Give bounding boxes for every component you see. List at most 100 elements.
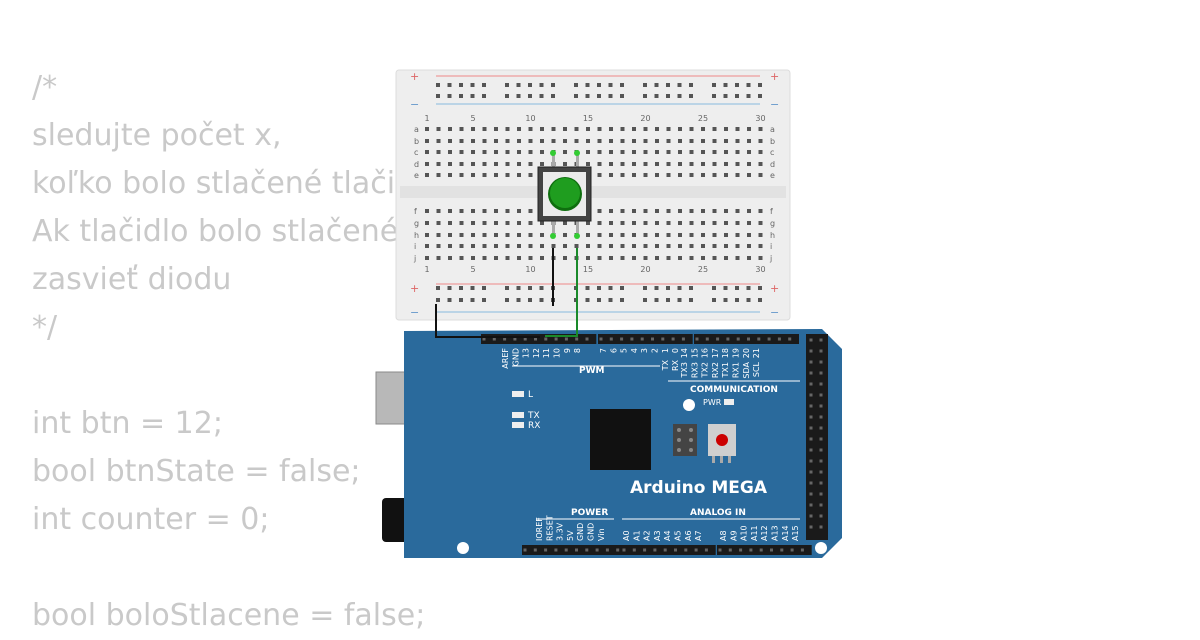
breadboard-hole[interactable] [448,173,452,177]
breadboard-hole[interactable] [689,244,694,248]
breadboard-hole[interactable] [540,139,544,143]
header-pin[interactable] [819,448,823,452]
breadboard-hole[interactable] [643,298,647,302]
breadboard-hole[interactable] [448,244,452,248]
breadboard-hole[interactable] [597,298,601,302]
header-pin[interactable] [809,481,813,485]
header-pin[interactable] [661,337,665,341]
breadboard-hole[interactable] [701,244,705,248]
breadboard-hole[interactable] [482,162,487,166]
breadboard-hole[interactable] [425,173,429,177]
header-pin[interactable] [809,426,813,430]
breadboard-hole[interactable] [735,298,739,302]
breadboard-hole[interactable] [470,286,475,290]
breadboard-hole[interactable] [459,298,463,302]
breadboard-hole[interactable] [597,244,602,248]
breadboard-hole[interactable] [712,244,717,248]
breadboard-hole[interactable] [436,162,441,166]
breadboard-hole[interactable] [677,94,682,98]
breadboard-hole[interactable] [563,244,567,248]
breadboard-hole[interactable] [666,298,670,302]
header-pin[interactable] [809,492,813,496]
breadboard-hole[interactable] [666,83,670,87]
header-pin[interactable] [819,349,823,353]
breadboard-hole[interactable] [494,150,498,154]
header-pin[interactable] [809,459,813,463]
header-pin[interactable] [640,337,644,341]
header-pin[interactable] [809,503,813,507]
breadboard-hole[interactable] [758,209,763,213]
breadboard-hole[interactable] [655,162,659,166]
breadboard-hole[interactable] [620,94,624,98]
breadboard-hole[interactable] [517,256,521,260]
breadboard-hole[interactable] [747,244,751,248]
breadboard-hole[interactable] [447,286,452,290]
breadboard-hole[interactable] [448,221,452,225]
breadboard-hole[interactable] [597,286,601,290]
breadboard-hole[interactable] [505,139,510,143]
breadboard-hole[interactable] [539,298,544,302]
breadboard-hole[interactable] [632,162,636,166]
breadboard-hole[interactable] [540,233,544,237]
breadboard-hole[interactable] [528,83,532,87]
breadboard-hole[interactable] [758,139,763,143]
breadboard-hole[interactable] [609,162,613,166]
breadboard-hole[interactable] [470,83,475,87]
breadboard-hole[interactable] [620,286,624,290]
breadboard-hole[interactable] [505,162,510,166]
breadboard-hole[interactable] [735,256,740,260]
breadboard-hole[interactable] [712,256,717,260]
breadboard-hole[interactable] [597,256,602,260]
breadboard-hole[interactable] [471,244,475,248]
breadboard-hole[interactable] [643,244,648,248]
breadboard-hole[interactable] [574,139,579,143]
pushbutton[interactable] [537,150,592,239]
breadboard-hole[interactable] [459,209,464,213]
breadboard-hole[interactable] [758,286,762,290]
breadboard-hole[interactable] [459,162,464,166]
breadboard-hole[interactable] [620,139,625,143]
breadboard-hole[interactable] [712,233,717,237]
breadboard-hole[interactable] [666,173,671,177]
breadboard-hole[interactable] [448,127,452,131]
breadboard-hole[interactable] [585,83,590,87]
breadboard-hole[interactable] [724,256,728,260]
breadboard-hole[interactable] [528,209,533,213]
breadboard-hole[interactable] [471,221,475,225]
breadboard-hole[interactable] [459,286,463,290]
breadboard-hole[interactable] [758,94,762,98]
breadboard-hole[interactable] [459,127,464,131]
breadboard-hole[interactable] [482,298,486,302]
breadboard-hole[interactable] [654,83,659,87]
header-pin[interactable] [544,337,548,341]
breadboard-hole[interactable] [632,221,636,225]
breadboard-hole[interactable] [436,233,441,237]
breadboard-hole[interactable] [482,221,487,225]
breadboard-hole[interactable] [655,233,659,237]
breadboard-hole[interactable] [551,127,556,131]
breadboard-hole[interactable] [758,256,763,260]
header-pin[interactable] [630,337,634,341]
breadboard-hole[interactable] [712,173,717,177]
breadboard-hole[interactable] [436,209,441,213]
breadboard-hole[interactable] [747,233,751,237]
breadboard-hole[interactable] [586,244,590,248]
breadboard-hole[interactable] [666,256,671,260]
breadboard-hole[interactable] [724,139,728,143]
breadboard-hole[interactable] [712,162,717,166]
breadboard-hole[interactable] [712,209,717,213]
header-pin[interactable] [819,371,823,375]
breadboard-hole[interactable] [436,139,441,143]
breadboard-hole[interactable] [482,94,486,98]
breadboard-hole[interactable] [551,244,556,248]
breadboard-hole[interactable] [494,173,498,177]
header-pin[interactable] [767,337,771,341]
header-pin[interactable] [780,548,784,552]
breadboard-hole[interactable] [448,209,452,213]
breadboard-hole[interactable] [528,150,533,154]
breadboard-hole[interactable] [620,162,625,166]
breadboard-hole[interactable] [678,150,682,154]
breadboard-hole[interactable] [528,221,533,225]
breadboard-hole[interactable] [758,244,763,248]
breadboard-hole[interactable] [505,127,510,131]
